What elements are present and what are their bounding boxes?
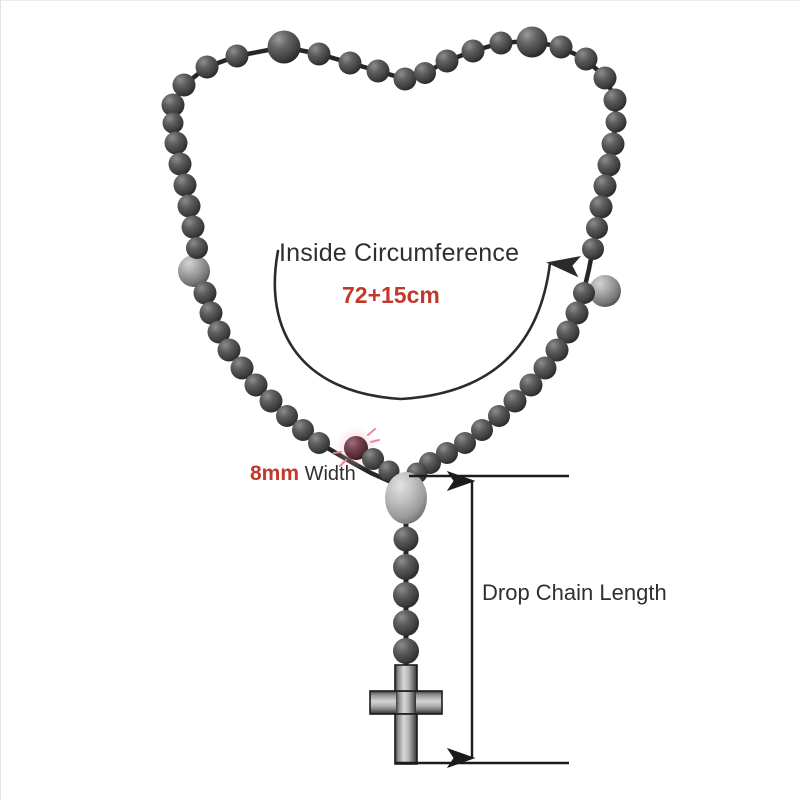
heart-beads [161, 26, 627, 484]
size-value-label: 72+15cm [342, 282, 440, 308]
drop-chain [385, 472, 427, 676]
drop-chain-length-dimension [395, 470, 569, 769]
bead-width-label: 8mm Width [250, 463, 356, 484]
bead-width-value: 8mm [250, 462, 300, 485]
cross-pendant [369, 664, 443, 765]
inside-circumference-label: Inside Circumference [279, 239, 520, 267]
drop-chain-length-label: Drop Chain Length [482, 580, 667, 605]
inside-circumference-arc [273, 249, 581, 401]
oval-connector-bead [385, 472, 427, 524]
bead-width-word: Width [299, 463, 356, 485]
